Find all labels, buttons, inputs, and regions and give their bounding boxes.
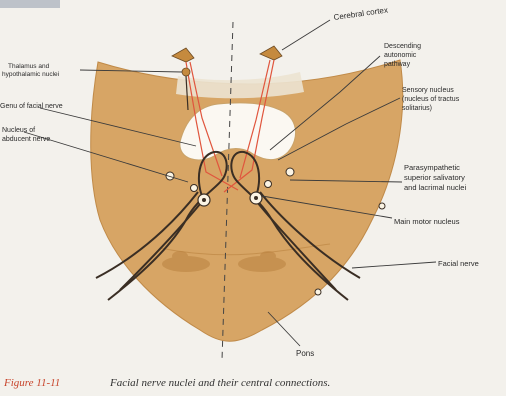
label-descending-line1: Descending [384,43,421,50]
label-sensory-line1: Sensory nucleus [402,87,454,94]
label-genu: Genu of facial nerve [0,103,63,110]
caption-text: Facial nerve nuclei and their central co… [109,377,330,389]
label-parasympathetic-line1: Parasympathetic [404,163,460,172]
label-descending-line3: pathway [384,61,411,68]
label-parasympathetic-line2: superior salivatory [404,173,465,182]
label-thalamus-line2: hypothalamic nuclei [2,71,59,78]
top-edge-shadow [0,0,60,8]
label-facial-nerve: Facial nerve [438,259,479,268]
label-pons: Pons [296,349,314,358]
label-main-motor: Main motor nucleus [394,217,460,226]
label-thalamus-line1: Thalamus and [8,63,50,70]
label-abducent-line2: abducent nerve [2,136,50,143]
label-sensory-line2: (nucleus of tractus [402,96,460,103]
label-sensory-line3: solitarius) [402,105,432,112]
figure-caption: Figure 11-11 Facial nerve nuclei and the… [3,377,330,389]
label-descending-line2: autonomic [384,52,417,59]
label-abducent-line1: Nucleus of [2,127,35,134]
caption-figure-number: Figure 11-11 [3,377,60,389]
label-parasympathetic-line3: and lacrimal nuclei [404,183,466,192]
